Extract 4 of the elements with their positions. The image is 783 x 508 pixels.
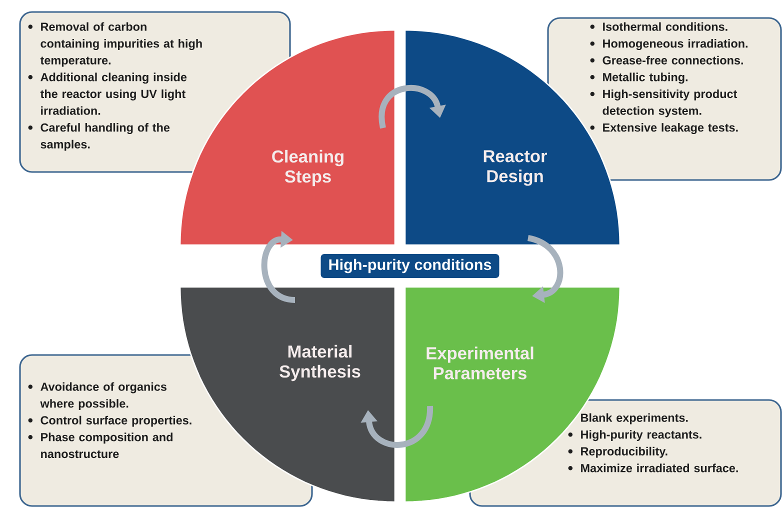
curved-arrow [261,230,296,303]
text-box: Isothermal conditions. Homogeneous irradiation. Grease-free connections. Metallic tubing. High-sensitivity product detection system. Extensive leakage tests. [547,17,782,181]
curved-arrow [527,235,564,304]
title-banner: High-purity conditions [320,252,500,280]
